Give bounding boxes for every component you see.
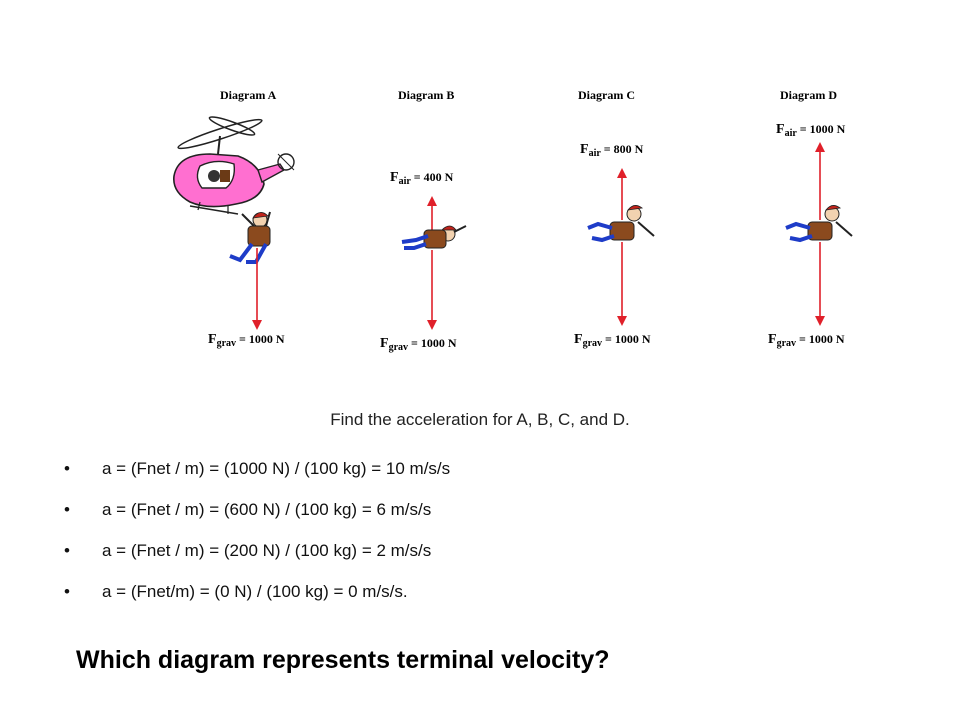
equation-text: a = (Fnet/m) = (0 N) / (100 kg) = 0 m/s/… xyxy=(102,582,408,601)
gravity-arrow xyxy=(617,242,627,326)
bullet: • xyxy=(64,582,70,601)
air-resistance-arrow xyxy=(815,142,825,220)
diagram-title: Diagram B xyxy=(398,88,455,102)
diagram-b: Diagram B Fair = 400 N Fgrav xyxy=(380,84,510,374)
diagram-a: Diagram A xyxy=(160,84,330,374)
equation-item: • a = (Fnet / m) = (1000 N) / (100 kg) = … xyxy=(64,448,450,489)
instruction-text: Find the acceleration for A, B, C, and D… xyxy=(330,410,630,429)
bullet: • xyxy=(64,459,70,478)
diagram-c-figure xyxy=(587,168,655,326)
skydiver-figure xyxy=(785,205,853,243)
skydiver-figure xyxy=(229,211,271,264)
f-grav-label: Fgrav = 1000 N xyxy=(768,332,845,349)
f-air-label: Fair = 1000 N xyxy=(776,122,846,139)
gravity-arrow xyxy=(427,250,437,330)
diagram-b-figure xyxy=(401,196,467,330)
f-air-label: Fair = 800 N xyxy=(580,142,644,159)
diagram-a-figure xyxy=(173,116,295,330)
equation-item: • a = (Fnet/m) = (0 N) / (100 kg) = 0 m/s… xyxy=(64,571,450,612)
diagram-title: Diagram D xyxy=(780,88,837,102)
equation-text: a = (Fnet / m) = (1000 N) / (100 kg) = 1… xyxy=(102,459,451,478)
air-resistance-arrow xyxy=(427,196,437,230)
diagram-c: Diagram C Fair = 800 N Fgrav xyxy=(570,84,700,374)
f-air-label: Fair = 400 N xyxy=(390,170,454,187)
gravity-arrow xyxy=(815,242,825,326)
helicopter-illustration xyxy=(173,116,295,215)
skydiver-figure xyxy=(401,225,467,250)
diagram-title: Diagram A xyxy=(220,88,277,102)
diagram-d: Diagram D Fair = 1000 N Fgrav xyxy=(768,84,898,374)
diagram-d-figure xyxy=(785,142,853,326)
equation-text: a = (Fnet / m) = (200 N) / (100 kg) = 2 … xyxy=(102,541,432,560)
question-text: Which diagram represents terminal veloci… xyxy=(76,646,610,674)
gravity-arrow xyxy=(252,248,262,330)
bullet: • xyxy=(64,500,70,519)
air-resistance-arrow xyxy=(617,168,627,220)
equation-text: a = (Fnet / m) = (600 N) / (100 kg) = 6 … xyxy=(102,500,432,519)
f-grav-label: Fgrav = 1000 N xyxy=(380,336,457,353)
equation-item: • a = (Fnet / m) = (600 N) / (100 kg) = 6… xyxy=(64,489,450,530)
skydiver-figure xyxy=(587,205,655,243)
diagram-title: Diagram C xyxy=(578,88,635,102)
equation-list: • a = (Fnet / m) = (1000 N) / (100 kg) = … xyxy=(64,448,450,612)
f-grav-label: Fgrav = 1000 N xyxy=(574,332,651,349)
bullet: • xyxy=(64,541,70,560)
equation-item: • a = (Fnet / m) = (200 N) / (100 kg) = 2… xyxy=(64,530,450,571)
f-grav-label: Fgrav = 1000 N xyxy=(208,332,285,349)
